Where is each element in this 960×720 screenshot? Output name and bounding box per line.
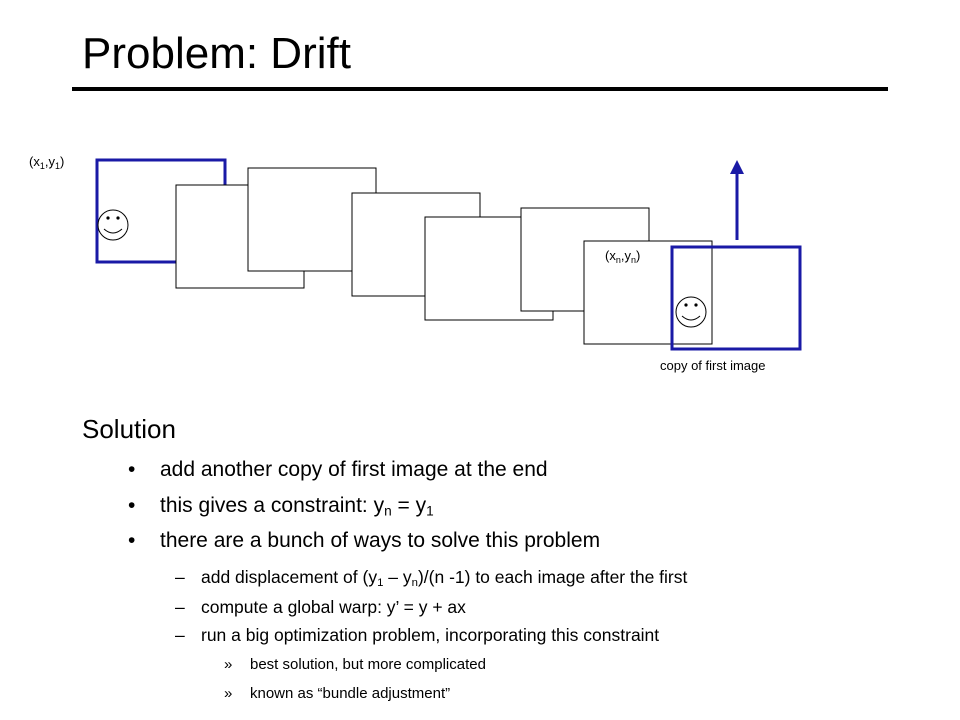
bullet-text: add another copy of first image at the e… — [160, 458, 548, 481]
label-end-coords: (xn,yn) — [605, 248, 640, 265]
bullet-mark: • — [128, 458, 136, 481]
sub-sub-bullet-text: best solution, but more complicated — [250, 656, 486, 673]
sub-bullet-text: add displacement of (y1 – yn)/(n -1) to … — [201, 567, 688, 589]
solution-heading: Solution — [82, 414, 176, 444]
copy-of-first-image-label: copy of first image — [660, 358, 766, 373]
label-start-coords: (x1,y1) — [29, 154, 64, 171]
copy-image-frame — [670, 245, 802, 351]
smiley-face-icon — [97, 209, 129, 241]
bullet-text: there are a bunch of ways to solve this … — [160, 529, 601, 552]
sub-sub-bullet-text: known as “bundle adjustment” — [250, 685, 451, 702]
drift-diagram: (x1,y1) (xn,yn) copy of first image — [29, 154, 802, 373]
image-frame-n — [583, 240, 713, 345]
smiley-face-icon — [675, 296, 707, 328]
slide-title: Problem: Drift — [82, 29, 351, 78]
arrow-up-icon — [730, 160, 744, 240]
bullet-text: this gives a constraint: yn = y1 — [160, 494, 434, 519]
title-underline — [72, 87, 888, 91]
dash-mark: – — [175, 567, 185, 587]
sub-bullet-text: compute a global warp: y’ = y + ax — [201, 597, 466, 617]
raquo-mark: » — [224, 656, 233, 673]
dash-mark: – — [175, 597, 185, 617]
raquo-mark: » — [224, 685, 233, 702]
bullet-mark: • — [128, 529, 136, 552]
sub-bullet-text: run a big optimization problem, incorpor… — [201, 625, 660, 645]
bullet-mark: • — [128, 494, 136, 517]
dash-mark: – — [175, 625, 185, 645]
